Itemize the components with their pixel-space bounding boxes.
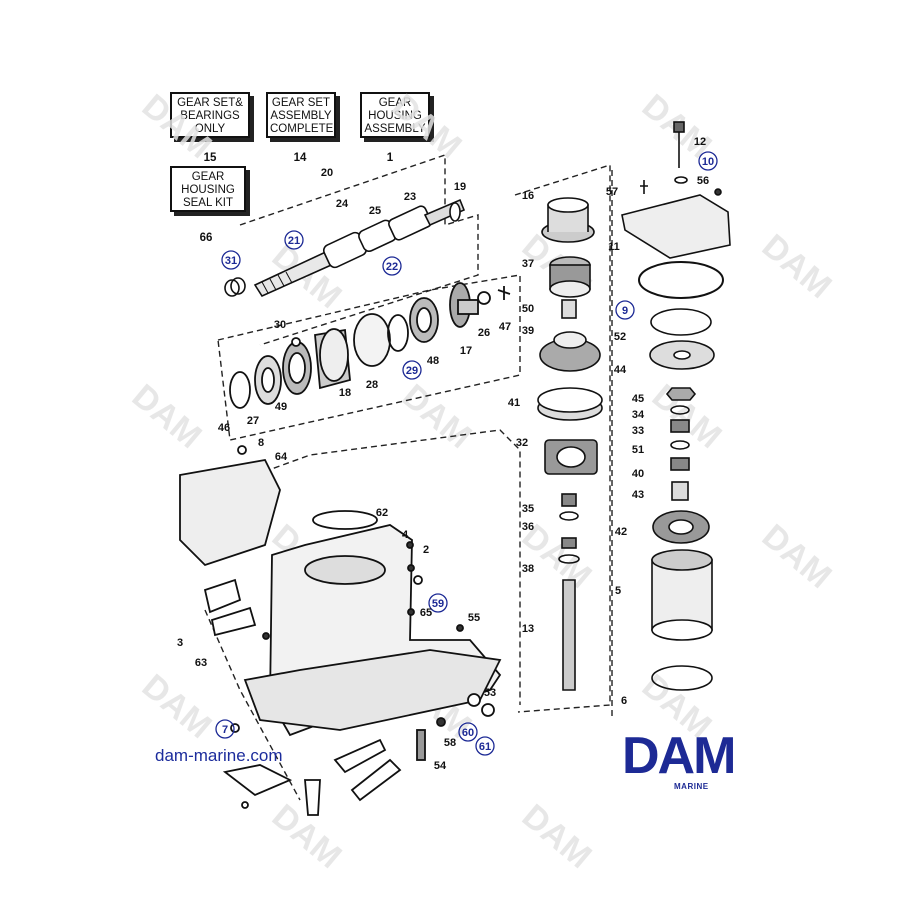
callout-number: 41 [508, 397, 520, 409]
callout-number: 13 [522, 623, 534, 635]
watermark-text: DAM [135, 87, 219, 166]
callout-number: 63 [195, 657, 207, 669]
callout-number: 3 [177, 637, 183, 649]
callout-number: 59 [432, 598, 444, 610]
callout-circle [428, 593, 448, 613]
kit-number-gear-set-complete: 14 [293, 152, 307, 164]
callout-number: 40 [632, 468, 644, 480]
callout-number: 53 [484, 687, 496, 699]
kit-number-gear-housing-assembly: 1 [386, 152, 394, 164]
callout-number: 8 [258, 437, 264, 449]
callout-number: 44 [614, 364, 627, 376]
callout-number: 37 [522, 258, 534, 270]
callout-number: 30 [274, 319, 286, 331]
callout-number: 28 [366, 379, 378, 391]
callout-circle [698, 151, 718, 171]
kit-box-gear-housing-seal: GEAR HOUSING SEAL KIT [170, 166, 246, 212]
callout-number: 50 [522, 303, 534, 315]
callout-number: 12 [694, 136, 706, 148]
callout-number: 47 [499, 321, 511, 333]
watermark-text: DAM [755, 517, 839, 596]
dam-logo: DAM [622, 727, 736, 785]
callout-number: 22 [386, 261, 398, 273]
callout-number: 45 [632, 393, 644, 405]
callout-number: 25 [369, 205, 381, 217]
callout-number: 16 [522, 190, 534, 202]
watermark-text: DAM [755, 227, 839, 306]
callout-number: 18 [339, 387, 351, 399]
callout-number: 27 [247, 415, 259, 427]
callout-number: 7 [222, 724, 228, 736]
callout-number: 23 [404, 191, 416, 203]
callout-number: 35 [522, 503, 534, 515]
callout-number: 42 [615, 526, 627, 538]
kit-box-gear-set-bearings: GEAR SET& BEARINGS ONLY [170, 92, 250, 138]
watermark-text: DAM [395, 377, 479, 456]
watermark-text: DAM [385, 87, 469, 166]
callout-number: 36 [522, 521, 534, 533]
callout-circle [221, 250, 241, 270]
callout-number: 9 [622, 305, 628, 317]
callout-number: 33 [632, 425, 644, 437]
callout-circle [284, 230, 304, 250]
callout-circle [382, 256, 402, 276]
callout-circle [615, 300, 635, 320]
callout-number: 60 [462, 727, 474, 739]
callout-number: 24 [336, 198, 349, 210]
callout-number: 64 [275, 451, 288, 463]
callout-number: 39 [522, 325, 534, 337]
callout-number: 54 [434, 760, 447, 772]
callout-number: 10 [702, 156, 714, 168]
callout-circle [458, 722, 478, 742]
callout-number: 5 [615, 585, 621, 597]
callout-number: 29 [406, 365, 418, 377]
callout-number: 65 [420, 607, 432, 619]
callout-number: 20 [321, 167, 333, 179]
website-url[interactable]: dam-marine.com [155, 746, 283, 765]
callout-circle [402, 360, 422, 380]
callout-number: 6 [621, 695, 627, 707]
watermark-text: DAM [135, 667, 219, 746]
callout-number: 51 [632, 444, 644, 456]
callout-number: 43 [632, 489, 644, 501]
callout-number: 48 [427, 355, 439, 367]
callout-number: 61 [479, 741, 491, 753]
callout-number: 49 [275, 401, 287, 413]
callout-number: 21 [288, 235, 300, 247]
callout-number: 26 [478, 327, 490, 339]
callout-number: 46 [218, 422, 230, 434]
callout-circle [475, 736, 495, 756]
callout-number: 4 [402, 529, 409, 541]
kit-box-gear-housing-assembly: GEAR HOUSING ASSEMBLY [360, 92, 430, 138]
callout-number: 56 [697, 175, 709, 187]
callout-number: 17 [460, 345, 472, 357]
callout-number: 58 [444, 737, 456, 749]
callout-number: 55 [468, 612, 480, 624]
dam-logo-subtitle: MARINE [674, 782, 709, 791]
callout-number: 32 [516, 437, 528, 449]
kit-number-gear-set-bearings: 15 [203, 152, 217, 164]
callout-number: 57 [606, 186, 618, 198]
callout-number: 38 [522, 563, 534, 575]
callout-number: 31 [225, 255, 237, 267]
kit-box-gear-set-complete: GEAR SET ASSEMBLY COMPLETE [266, 92, 336, 138]
callout-number: 11 [608, 241, 620, 253]
callout-circle [215, 719, 235, 739]
callout-number: 62 [376, 507, 388, 519]
kit-number-gear-housing-seal: 66 [199, 232, 213, 244]
watermark-text: DAM [125, 377, 209, 456]
watermark-text: DAM [515, 797, 599, 876]
callout-number: 2 [423, 544, 429, 556]
callout-number: 52 [614, 331, 626, 343]
callout-number: 19 [454, 181, 466, 193]
callout-number: 34 [632, 409, 645, 421]
